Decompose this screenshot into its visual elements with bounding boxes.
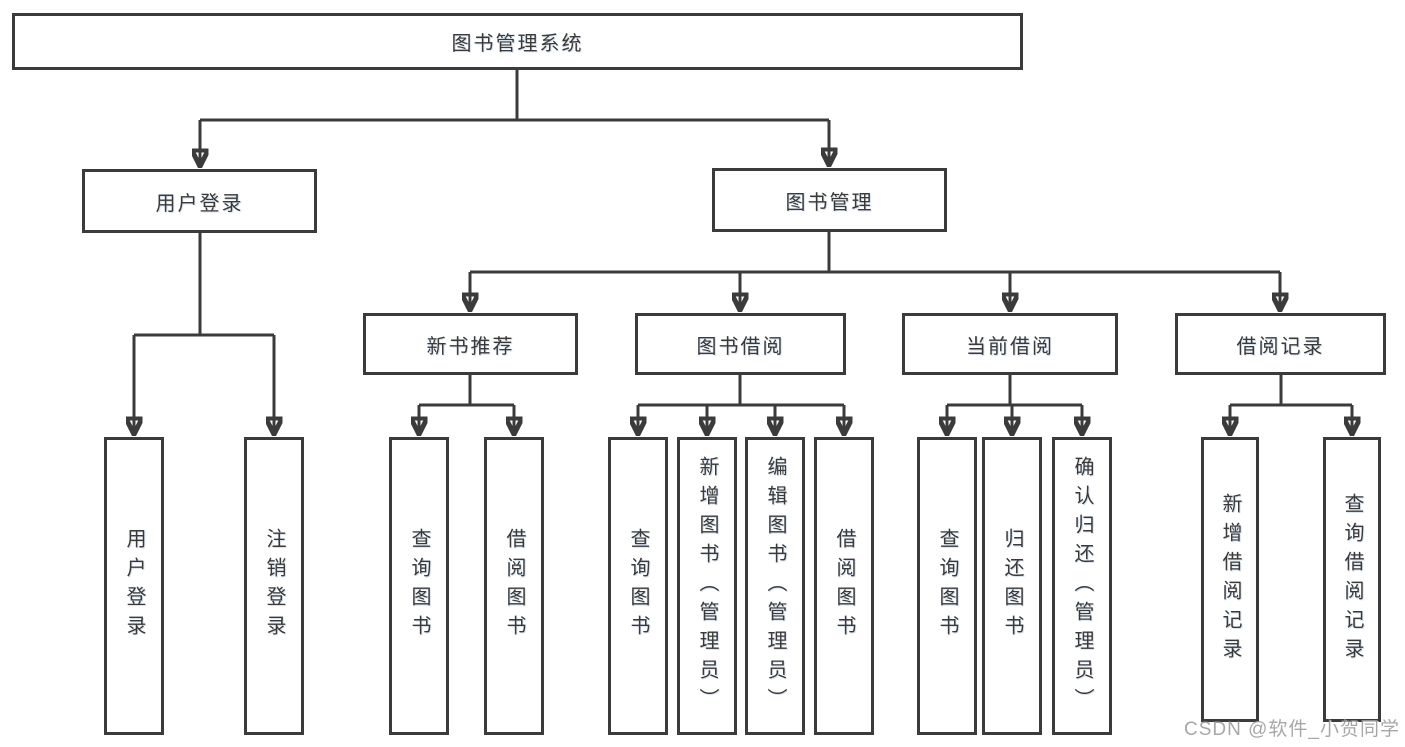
node-borrow-records: 借阅记录 — [1175, 313, 1386, 375]
leaf-return-book: 归还图书 — [982, 437, 1042, 735]
node-current-borrow: 当前借阅 — [902, 313, 1118, 375]
leaf-query-book-current: 查询图书 — [917, 437, 977, 735]
node-book-borrow: 图书借阅 — [635, 313, 846, 375]
csdn-watermark: CSDN @软件_小贺同学 — [1184, 719, 1400, 740]
leaf-add-borrow-record: 新增借阅记录 — [1201, 437, 1259, 722]
leaf-logout-login: 注销登录 — [244, 437, 304, 735]
node-library-management-system: 图书管理系统 — [12, 13, 1023, 70]
leaf-borrow-book: 借阅图书 — [814, 437, 874, 735]
leaf-edit-book-admin: 编辑图书（管理员） — [745, 437, 805, 735]
node-user-login: 用户登录 — [82, 169, 317, 233]
leaf-borrow-book-recommend: 借阅图书 — [484, 437, 544, 735]
node-new-book-recommend: 新书推荐 — [363, 313, 578, 375]
leaf-query-borrow-record: 查询借阅记录 — [1323, 437, 1381, 722]
node-book-management: 图书管理 — [712, 168, 947, 232]
leaf-query-book-borrow: 查询图书 — [608, 437, 668, 735]
leaf-user-login: 用户登录 — [104, 437, 164, 735]
leaf-add-book-admin: 新增图书（管理员） — [677, 437, 737, 735]
leaf-confirm-return-admin: 确认归还（管理员） — [1052, 437, 1112, 735]
leaf-query-book-recommend: 查询图书 — [389, 437, 449, 735]
